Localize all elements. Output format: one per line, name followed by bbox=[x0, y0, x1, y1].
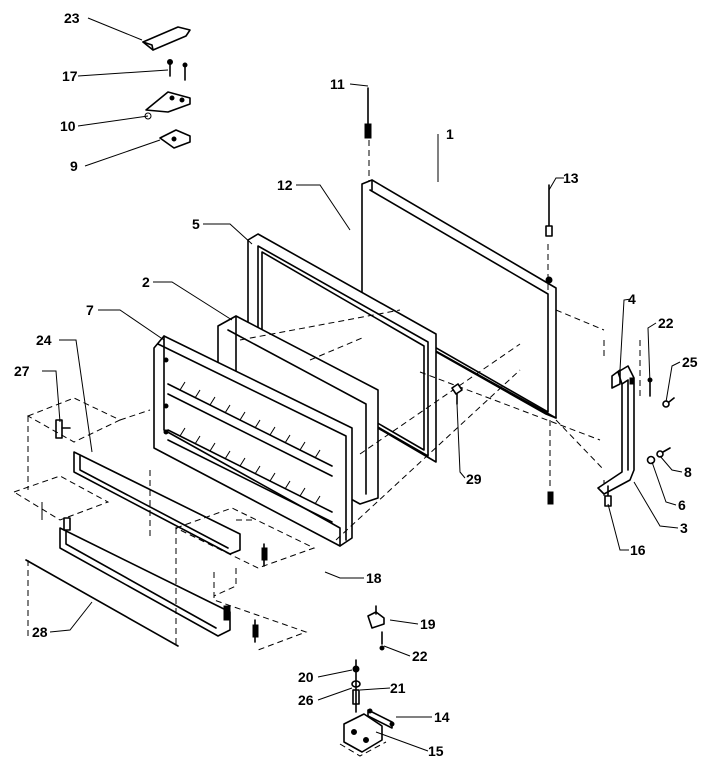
callout-21: 21 bbox=[390, 680, 406, 696]
callout-19: 19 bbox=[420, 616, 436, 632]
callout-25: 25 bbox=[682, 354, 698, 370]
callout-9: 9 bbox=[70, 158, 78, 174]
callout-29: 29 bbox=[466, 471, 482, 487]
callout-26: 26 bbox=[298, 692, 314, 708]
hinge-washers-part bbox=[646, 447, 671, 465]
top-hinge-part bbox=[144, 91, 191, 120]
callout-13: 13 bbox=[563, 170, 579, 186]
screw-22-lower-part bbox=[379, 631, 385, 651]
bottom-hinge-part bbox=[597, 365, 635, 495]
hinge-screw-16-part bbox=[604, 485, 612, 507]
callout-4: 4 bbox=[628, 291, 636, 307]
callout-2: 2 bbox=[142, 274, 150, 290]
kick-plate-part bbox=[25, 502, 231, 647]
callout-27: 27 bbox=[14, 363, 30, 379]
cam-base-15-part bbox=[339, 713, 387, 757]
callout-6: 6 bbox=[678, 497, 686, 513]
rail-screws-part bbox=[252, 543, 268, 643]
top-hinge-cover-part bbox=[142, 26, 191, 51]
cam-14-part bbox=[367, 708, 395, 729]
hinge-screws-part bbox=[167, 59, 188, 81]
lower-door-screw-part bbox=[547, 491, 554, 505]
callout-17: 17 bbox=[62, 68, 78, 84]
left-bracket-part bbox=[55, 419, 71, 439]
callout-28: 28 bbox=[32, 624, 48, 640]
callout-22-upper: 22 bbox=[658, 315, 674, 331]
door-gasket-part bbox=[247, 233, 437, 463]
washer-stack-part bbox=[351, 659, 361, 713]
callout-8: 8 bbox=[684, 464, 692, 480]
stop-25-part bbox=[662, 397, 675, 408]
callout-18: 18 bbox=[366, 570, 382, 586]
callout-24: 24 bbox=[36, 332, 52, 348]
hinge-pin-part bbox=[545, 184, 553, 284]
leader-lines bbox=[42, 17, 683, 752]
callout-20: 20 bbox=[298, 669, 314, 685]
callout-14: 14 bbox=[434, 709, 450, 725]
callout-23: 23 bbox=[64, 10, 80, 26]
breaker-frame-part bbox=[153, 335, 353, 547]
callout-labels: 23 17 10 9 11 1 12 13 5 2 7 24 27 4 22 2… bbox=[14, 10, 698, 759]
callout-3: 3 bbox=[680, 520, 688, 536]
screw-29-part bbox=[451, 383, 463, 405]
callout-10: 10 bbox=[60, 118, 76, 134]
callout-7: 7 bbox=[86, 302, 94, 318]
callout-5: 5 bbox=[192, 216, 200, 232]
callout-1: 1 bbox=[446, 126, 454, 142]
front-rail-part bbox=[73, 451, 241, 555]
hinge-shim-part bbox=[159, 129, 191, 149]
callout-16: 16 bbox=[630, 542, 646, 558]
callout-15: 15 bbox=[428, 743, 444, 759]
callout-12: 12 bbox=[277, 177, 293, 193]
assembly-guidelines bbox=[12, 309, 641, 651]
callout-22-lower: 22 bbox=[412, 648, 428, 664]
bottom-bracket-19-part bbox=[367, 605, 385, 629]
callout-11: 11 bbox=[330, 76, 345, 92]
